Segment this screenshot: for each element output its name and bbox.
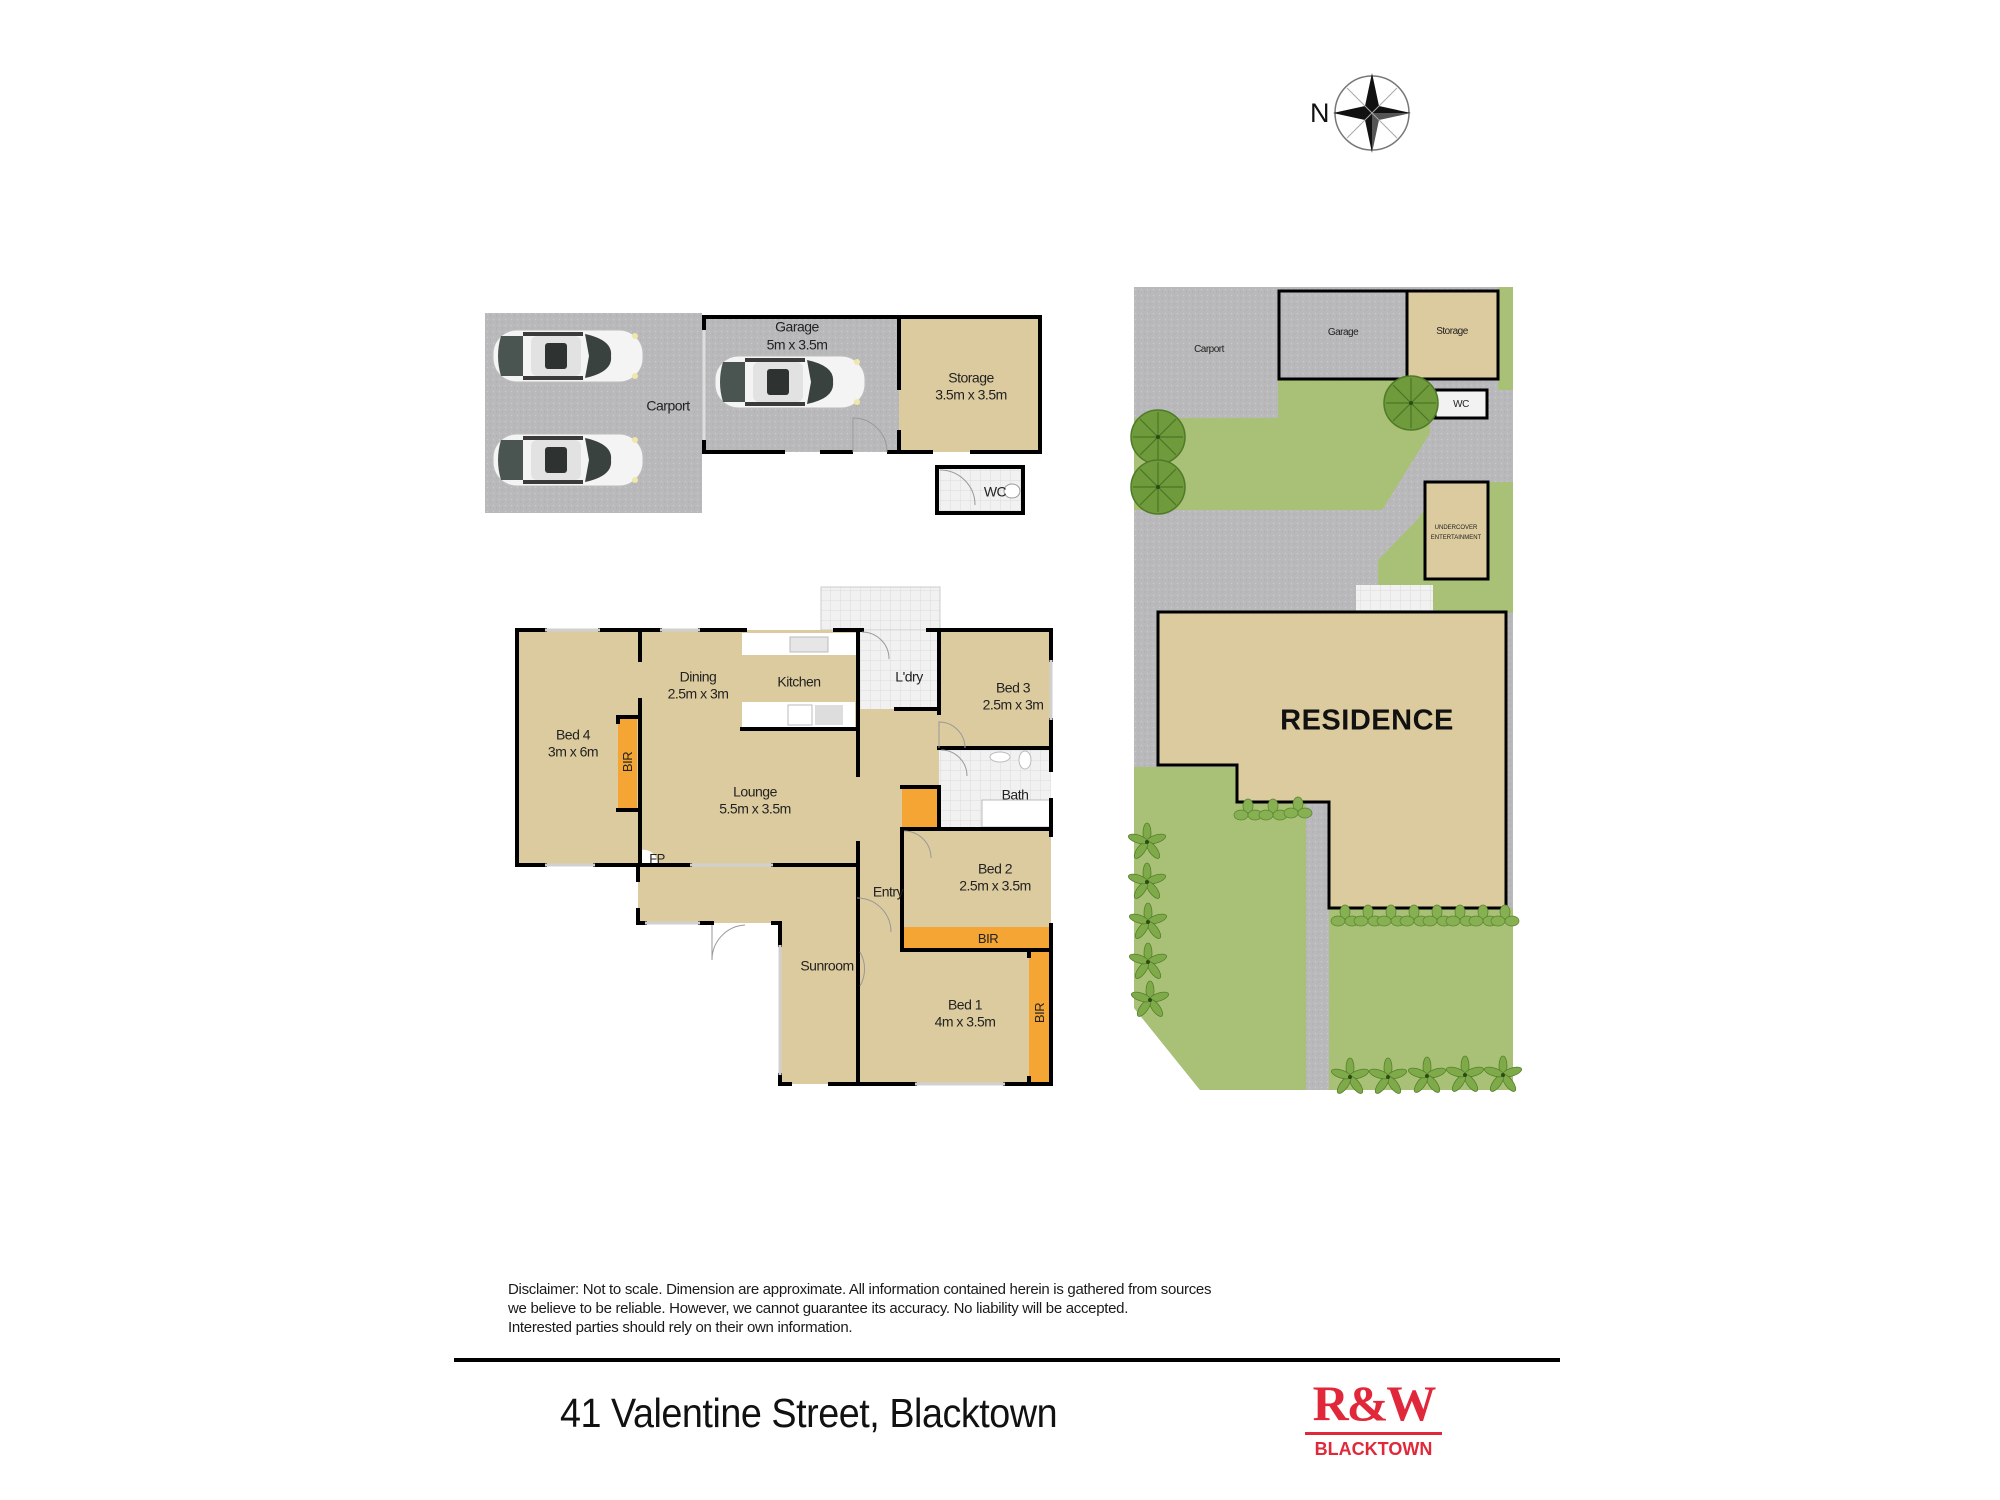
disclaimer: Disclaimer: Not to scale. Dimension are … xyxy=(508,1280,1348,1337)
compass-rose-icon xyxy=(1333,73,1411,153)
logo-rule xyxy=(1305,1432,1442,1435)
site-plan xyxy=(1126,287,1524,1096)
bir-label-bed2: BIR xyxy=(977,931,999,947)
garage-label: Garage xyxy=(775,318,819,335)
room-label-bed1: Bed 1 xyxy=(947,996,983,1013)
room-label-bed2: Bed 2 xyxy=(977,860,1013,877)
tree-icon xyxy=(1383,375,1439,431)
room-dimensions-bed1: 4m x 3.5m xyxy=(934,1013,996,1030)
storage-dimensions: 3.5m x 3.5m xyxy=(935,386,1007,403)
garage-dimensions: 5m x 3.5m xyxy=(766,336,828,353)
car-icon xyxy=(714,355,866,409)
outbuildings-plan xyxy=(485,313,1042,515)
room-label-laundry: L'dry xyxy=(895,668,923,685)
logo-office: BLACKTOWN xyxy=(1314,1439,1433,1459)
tree-icon xyxy=(1130,459,1186,515)
site-undercover-label-2: ENTERTAINMENT xyxy=(1430,534,1482,541)
room-label-kitchen: Kitchen xyxy=(777,673,821,690)
rear-steps xyxy=(820,586,941,631)
north-label: N xyxy=(1310,98,1330,128)
room-label-dining: Dining xyxy=(679,668,717,685)
room-label-bath: Bath xyxy=(1001,786,1029,803)
bir-label-bed4: BIR xyxy=(620,751,636,773)
site-wc-label: WC xyxy=(1453,398,1469,410)
disclaimer-line-3: Interested parties should rely on their … xyxy=(508,1319,853,1336)
room-label-entry: Entry xyxy=(872,883,904,900)
residence-label: RESIDENCE xyxy=(1280,704,1454,737)
room-dimensions-bed4: 3m x 6m xyxy=(547,743,599,760)
car-icon xyxy=(492,433,644,487)
car-icon xyxy=(492,329,644,383)
bir-label-bed1: BIR xyxy=(1032,1002,1048,1024)
storage-label: Storage xyxy=(948,369,994,386)
footer-divider xyxy=(454,1358,1560,1362)
room-label-lounge: Lounge xyxy=(733,783,777,800)
room-dimensions-dining: 2.5m x 3m xyxy=(667,685,729,702)
site-carport-label: Carport xyxy=(1194,343,1224,355)
agency-logo: R&W BLACKTOWN xyxy=(1305,1378,1442,1460)
disclaimer-line-1: Disclaimer: Not to scale. Dimension are … xyxy=(508,1281,1212,1298)
room-label-sunroom: Sunroom xyxy=(800,957,854,974)
property-address: 41 Valentine Street, Blacktown xyxy=(560,1390,1058,1436)
storage-floor xyxy=(899,315,1040,452)
carport-label: Carport xyxy=(646,397,690,414)
room-dimensions-bed3: 2.5m x 3m xyxy=(982,696,1044,713)
room-dimensions-lounge: 5.5m x 3.5m xyxy=(719,800,791,817)
house-floor-plan xyxy=(515,586,1053,1086)
wc-label: WC xyxy=(983,483,1007,500)
room-dimensions-bed2: 2.5m x 3.5m xyxy=(959,877,1031,894)
room-label-bed3: Bed 3 xyxy=(995,679,1031,696)
fireplace-label: FP xyxy=(649,851,665,867)
site-garage-label: Garage xyxy=(1327,326,1359,338)
tree-icon xyxy=(1130,409,1186,465)
site-storage-label: Storage xyxy=(1436,325,1468,337)
room-label-bed4: Bed 4 xyxy=(555,726,591,743)
logo-wordmark: R&W xyxy=(1312,1375,1437,1431)
site-undercover-label-1: UNDERCOVER xyxy=(1434,524,1478,531)
disclaimer-line-2: we believe to be reliable. However, we c… xyxy=(508,1300,1129,1317)
